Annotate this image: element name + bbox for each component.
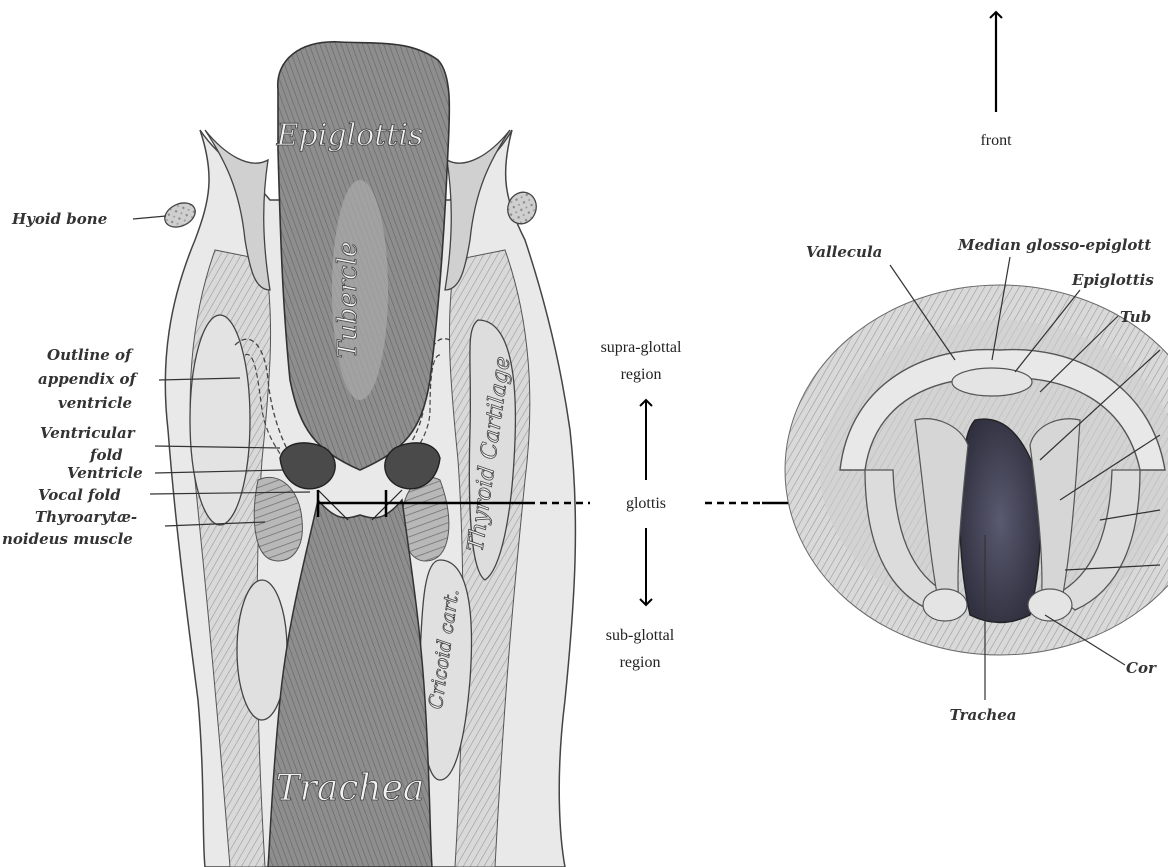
glottis-label: glottis [626, 495, 666, 512]
trachea-title: Trachea [276, 768, 425, 809]
thyroarytaenoideus-label-1: Thyroarytæ- [35, 508, 137, 526]
supra-glottal-label-2: region [621, 366, 662, 383]
outline-appendix-label-1: Outline of [47, 346, 134, 364]
tubercle-view-label: Tub [1120, 308, 1151, 326]
vallecula-label: Vallecula [806, 243, 882, 261]
median-glosso-epiglottic-label: Median glosso-epiglott [957, 236, 1151, 254]
hyoid-bone-label: Hyoid bone [11, 210, 107, 228]
epiglottis-title: Epiglottis [276, 118, 424, 153]
epiglottis-view-label: Epiglottis [1071, 271, 1154, 289]
thyroarytaenoideus-label-2: noideus muscle [2, 530, 133, 548]
tubercle-title: Tubercle [333, 242, 363, 359]
outline-appendix-label-3: ventricle [58, 394, 132, 412]
outline-appendix-label-2: appendix of [38, 370, 139, 388]
sub-glottal-label-2: region [620, 654, 661, 671]
ventricular-fold-label-1: Ventricular [40, 424, 136, 442]
ventricular-fold-label-2: fold [89, 446, 123, 464]
trachea-view-label: Trachea [950, 706, 1017, 724]
right-corniculate [1028, 589, 1072, 621]
left-corniculate [923, 589, 967, 621]
sub-glottal-label-1: sub-glottal [606, 627, 675, 644]
front-label: front [980, 132, 1012, 149]
vocal-fold-label: Vocal fold [38, 486, 121, 504]
laryngoscopic-view: Vallecula Median glosso-epiglott Epiglot… [785, 236, 1168, 724]
left-hyoid-bone [161, 198, 199, 231]
epiglottis-tubercle [952, 368, 1032, 396]
supra-glottal-label-1: supra-glottal [601, 339, 682, 356]
ventricle-label: Ventricle [67, 464, 143, 482]
hyoid-bone-leader [133, 216, 166, 219]
corniculate-label: Cor [1126, 659, 1157, 677]
coronal-section: Epiglottis Tubercle Thyroid Cartilage Cr… [2, 42, 575, 867]
